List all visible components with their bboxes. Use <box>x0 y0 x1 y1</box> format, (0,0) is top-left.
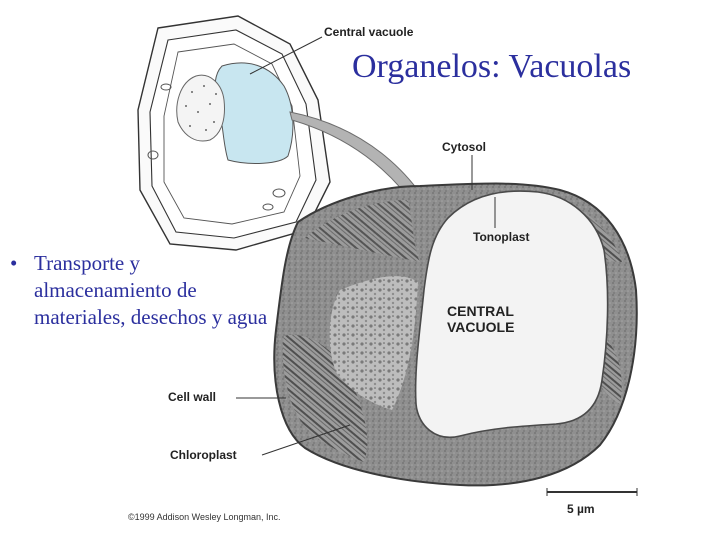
label-central-vacuole-caps: CENTRAL VACUOLE <box>447 303 515 335</box>
label-chloroplast: Chloroplast <box>170 448 237 462</box>
slide-title: Organelos: Vacuolas <box>352 48 632 85</box>
bullet-text: Transporte y almacenamiento de materiale… <box>34 251 268 329</box>
nucleus-shape <box>176 74 225 142</box>
label-central-vacuole: Central vacuole <box>324 25 414 39</box>
label-cytosol: Cytosol <box>442 140 487 154</box>
label-scale: 5 µm <box>567 502 595 516</box>
bullet-item: • Transporte y almacenamiento de materia… <box>10 250 270 331</box>
copyright-text: ©1999 Addison Wesley Longman, Inc. <box>128 512 281 522</box>
label-cell-wall: Cell wall <box>168 390 217 404</box>
bullet-marker: • <box>10 251 18 275</box>
label-tonoplast: Tonoplast <box>473 230 530 244</box>
central-vacuole-region <box>414 190 609 439</box>
micrograph <box>273 182 638 487</box>
cell-diagram <box>137 15 331 251</box>
